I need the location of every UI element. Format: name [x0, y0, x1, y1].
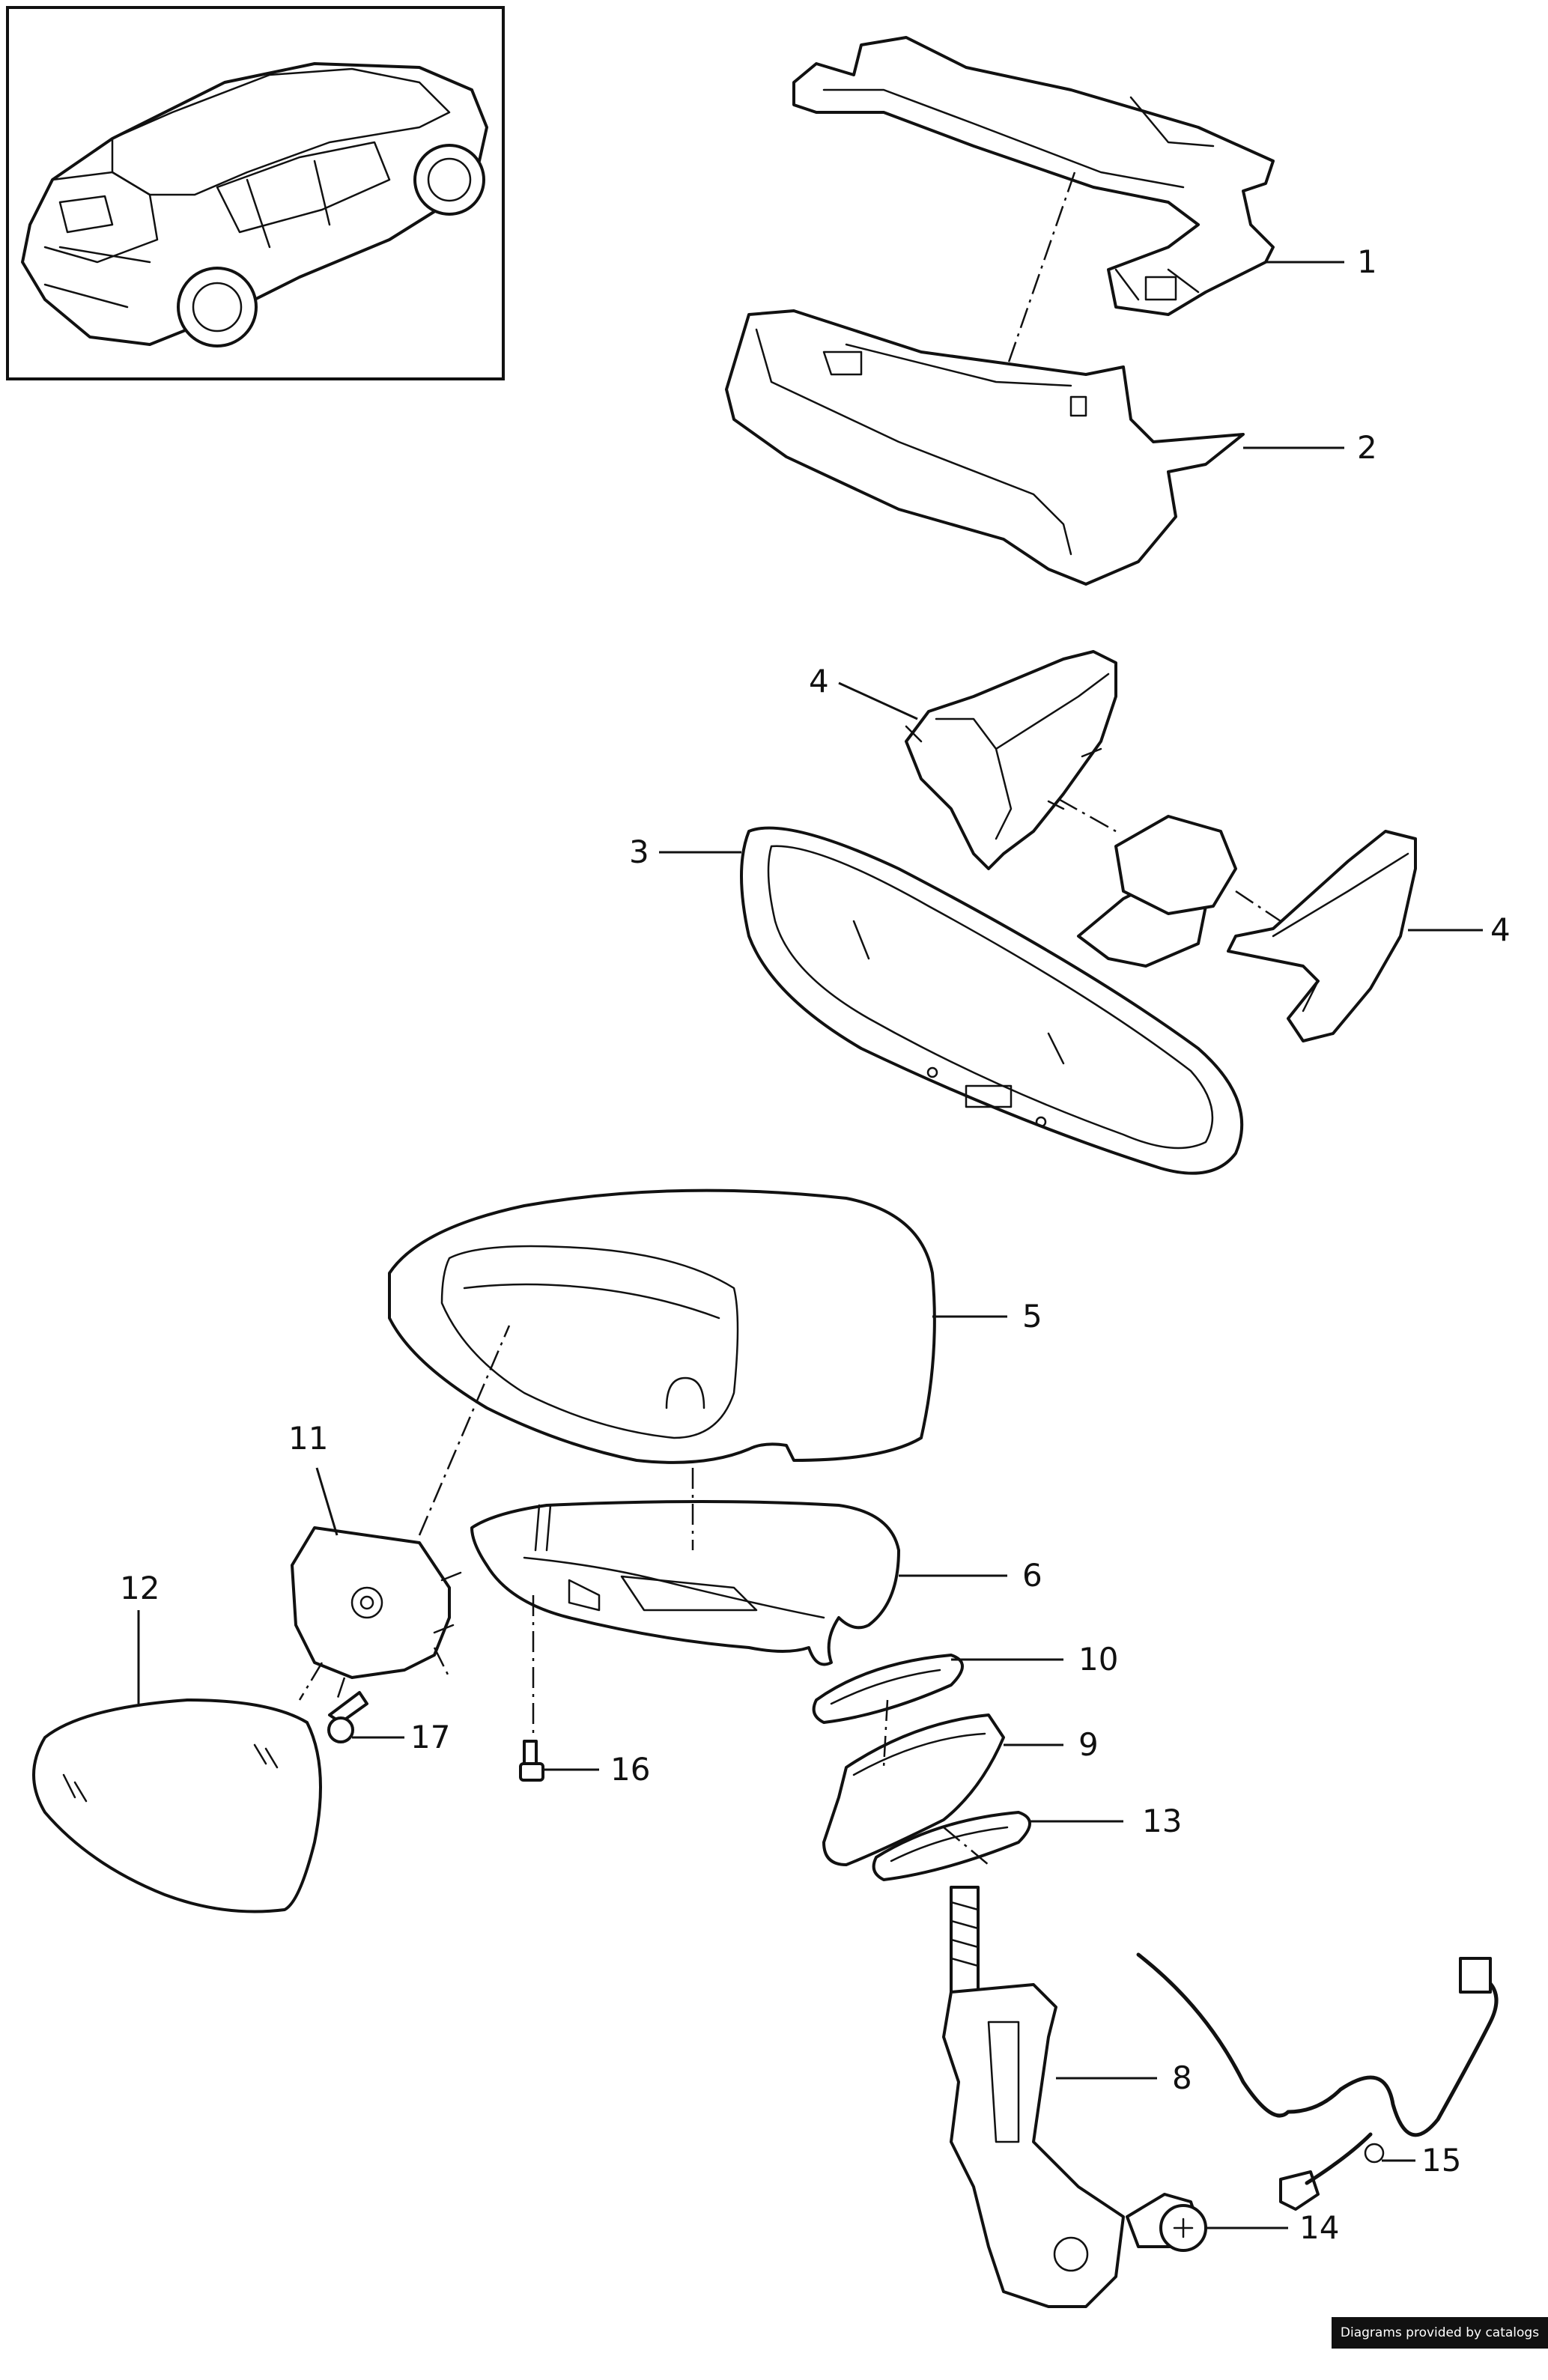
part-14-bolt: [1126, 2193, 1207, 2252]
callout-3: 3: [629, 834, 649, 870]
callout-12: 12: [120, 1570, 160, 1606]
callout-2: 2: [1357, 429, 1377, 466]
part-17-screw: [327, 1691, 368, 1743]
callout-14: 14: [1299, 2209, 1339, 2246]
part-4b-trim-lower: [1227, 830, 1417, 1042]
callout-16: 16: [610, 1751, 650, 1788]
callout-4-lower: 4: [1490, 911, 1511, 948]
part-12-mirror-glass: [32, 1699, 322, 1913]
part-2-cover: [725, 309, 1245, 586]
leader-lines: [137, 261, 1483, 2229]
callout-10: 10: [1078, 1641, 1118, 1678]
credit-badge: Diagrams provided by catalogs parts: [1332, 2317, 1548, 2372]
part-11-motor: [291, 1325, 511, 1701]
callout-8: 8: [1172, 2059, 1192, 2096]
callout-1: 1: [1357, 243, 1377, 280]
callout-6: 6: [1022, 1557, 1042, 1594]
callout-4-upper: 4: [809, 663, 829, 699]
callout-17: 17: [410, 1719, 450, 1755]
part-15-wiring-harness: [1136, 1952, 1499, 2211]
part-16-screw: [519, 1595, 544, 1782]
callout-5: 5: [1022, 1298, 1042, 1335]
part-6-mirror-base: [470, 1468, 900, 1666]
part-8-mirror-arm: [942, 1886, 1125, 2308]
part-4a-trim-upper: [905, 650, 1117, 870]
callout-15: 15: [1421, 2142, 1461, 2179]
callout-numbers: 1 2 3 4 4 5 6 8 9 10 11 12 13 14 15 16 1…: [120, 243, 1511, 2246]
callout-13: 13: [1142, 1803, 1182, 1839]
part-3-rearview-mirror: [740, 762, 1281, 1175]
vehicle-inset: [6, 6, 505, 380]
callout-9: 9: [1078, 1726, 1099, 1763]
part-13-ring: [872, 1699, 1031, 1881]
part-9-seal: [822, 1713, 1005, 1866]
part-10-gasket: [812, 1654, 964, 1724]
callout-11: 11: [288, 1420, 328, 1457]
car-illustration: [21, 62, 488, 347]
part-5-mirror-housing: [388, 1189, 936, 1464]
